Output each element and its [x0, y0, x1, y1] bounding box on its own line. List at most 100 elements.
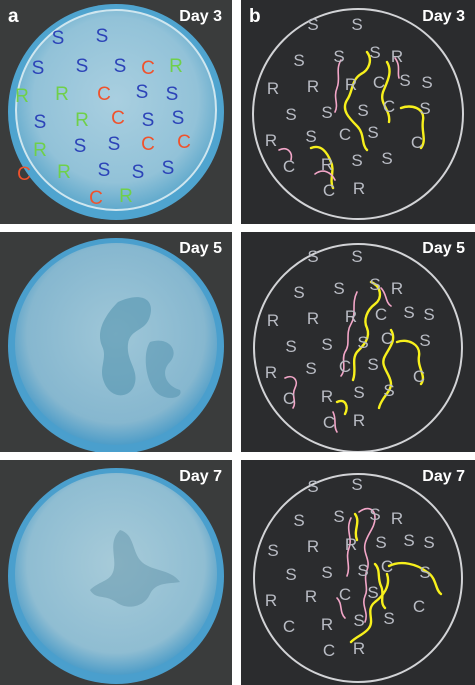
colony-letter-s: S [74, 136, 87, 157]
colony-letter-s: S [166, 84, 179, 105]
colony-letter-r: R [307, 77, 319, 96]
colony-letter-s: S [383, 609, 394, 628]
pink-trace [332, 411, 338, 433]
yellow-trace [353, 512, 359, 542]
colony-letter-s: S [357, 333, 368, 352]
colony-letter-r: R [305, 587, 317, 606]
colony-letter-c: C [375, 305, 387, 324]
colony-letter-r: R [353, 639, 365, 658]
pink-trace [358, 507, 376, 623]
colony-letter-c: C [283, 157, 295, 176]
yellow-trace [387, 561, 443, 596]
pink-trace [284, 375, 298, 409]
colony-letter-r: R [345, 75, 357, 94]
colony-letter-s: S [375, 533, 386, 552]
colony-letter-c: C [413, 367, 425, 386]
colony-letter-s: S [285, 105, 296, 124]
colony-letter-c: C [381, 557, 393, 576]
panel-label-b: b [249, 6, 261, 27]
colony-letter-s: S [421, 73, 432, 92]
colony-letter-s: S [293, 283, 304, 302]
colony-letter-s: S [351, 15, 362, 34]
colony-letter-s: S [305, 127, 316, 146]
colony-letter-s: S [307, 15, 318, 34]
yellow-trace [349, 572, 390, 644]
pattern-blob [99, 297, 151, 396]
colony-letter-s: S [399, 71, 410, 90]
day-label-diagram-day3: Day 3 [422, 8, 465, 25]
colony-letter-s: S [293, 51, 304, 70]
panel-label-a: a [8, 6, 19, 27]
colony-letter-s: S [293, 511, 304, 530]
colony-letter-c: C [283, 389, 295, 408]
colony-letter-s: S [305, 359, 316, 378]
colony-letter-s: S [403, 531, 414, 550]
colony-letter-s: S [136, 82, 149, 103]
colony-letter-c: C [323, 641, 335, 660]
colony-letter-c: C [323, 181, 335, 200]
pink-trace [394, 57, 400, 79]
yellow-trace [343, 50, 372, 152]
colony-letter-s: S [333, 279, 344, 298]
colony-letter-s: S [423, 533, 434, 552]
colony-letter-c: C [141, 134, 155, 155]
colony-letter-r: R [345, 307, 357, 326]
colony-letter-s: S [367, 583, 378, 602]
pattern-blob [90, 530, 180, 607]
colony-letter-s: S [351, 151, 362, 170]
pink-trace [336, 597, 346, 619]
colony-letter-c: C [339, 125, 351, 144]
pink-trace [278, 147, 293, 161]
colony-letter-r: R [57, 162, 71, 183]
colony-letter-r: R [15, 86, 29, 107]
colony-letter-s: S [32, 58, 45, 79]
day-label-diagram-day7: Day 7 [422, 468, 465, 485]
yellow-trace [380, 60, 391, 124]
colony-letter-s: S [96, 26, 109, 47]
photo-panel-day5: Day 5 [0, 232, 232, 452]
colony-letter-r: R [321, 155, 333, 174]
colony-letter-s: S [321, 103, 332, 122]
colony-letter-s: S [34, 112, 47, 133]
yellow-trace [399, 105, 425, 150]
yellow-trace [395, 339, 425, 386]
colony-letter-s: S [333, 47, 344, 66]
colony-letter-c: C [141, 58, 155, 79]
pink-trace [380, 287, 392, 307]
yellow-trace [335, 399, 348, 416]
colony-letter-c: C [89, 188, 103, 209]
colony-letter-r: R [75, 110, 89, 131]
colony-letter-r: R [391, 279, 403, 298]
colony-letter-r: R [345, 535, 357, 554]
colony-letter-r: R [321, 387, 333, 406]
yellow-trace [377, 328, 395, 410]
colony-letter-s: S [357, 561, 368, 580]
colony-letter-s: S [285, 565, 296, 584]
colony-letter-s: S [367, 355, 378, 374]
colony-letter-s: S [321, 563, 332, 582]
colony-letter-s: S [108, 134, 121, 155]
colony-letter-c: C [339, 357, 351, 376]
petri-dish-day5 [8, 238, 224, 452]
colony-letter-s: S [172, 108, 185, 129]
colony-letter-s: S [381, 149, 392, 168]
colony-letter-s: S [367, 123, 378, 142]
colony-letter-s: S [419, 563, 430, 582]
colony-letter-c: C [111, 108, 125, 129]
day-label-photo-day7: Day 7 [179, 468, 222, 485]
colony-letter-r: R [119, 186, 133, 207]
colony-letter-s: S [132, 162, 145, 183]
pattern-blob [145, 340, 181, 398]
colony-letter-s: S [307, 477, 318, 496]
colony-letter-s: S [162, 158, 175, 179]
day-label-photo-day3: Day 3 [179, 8, 222, 25]
pink-trace [314, 170, 336, 181]
